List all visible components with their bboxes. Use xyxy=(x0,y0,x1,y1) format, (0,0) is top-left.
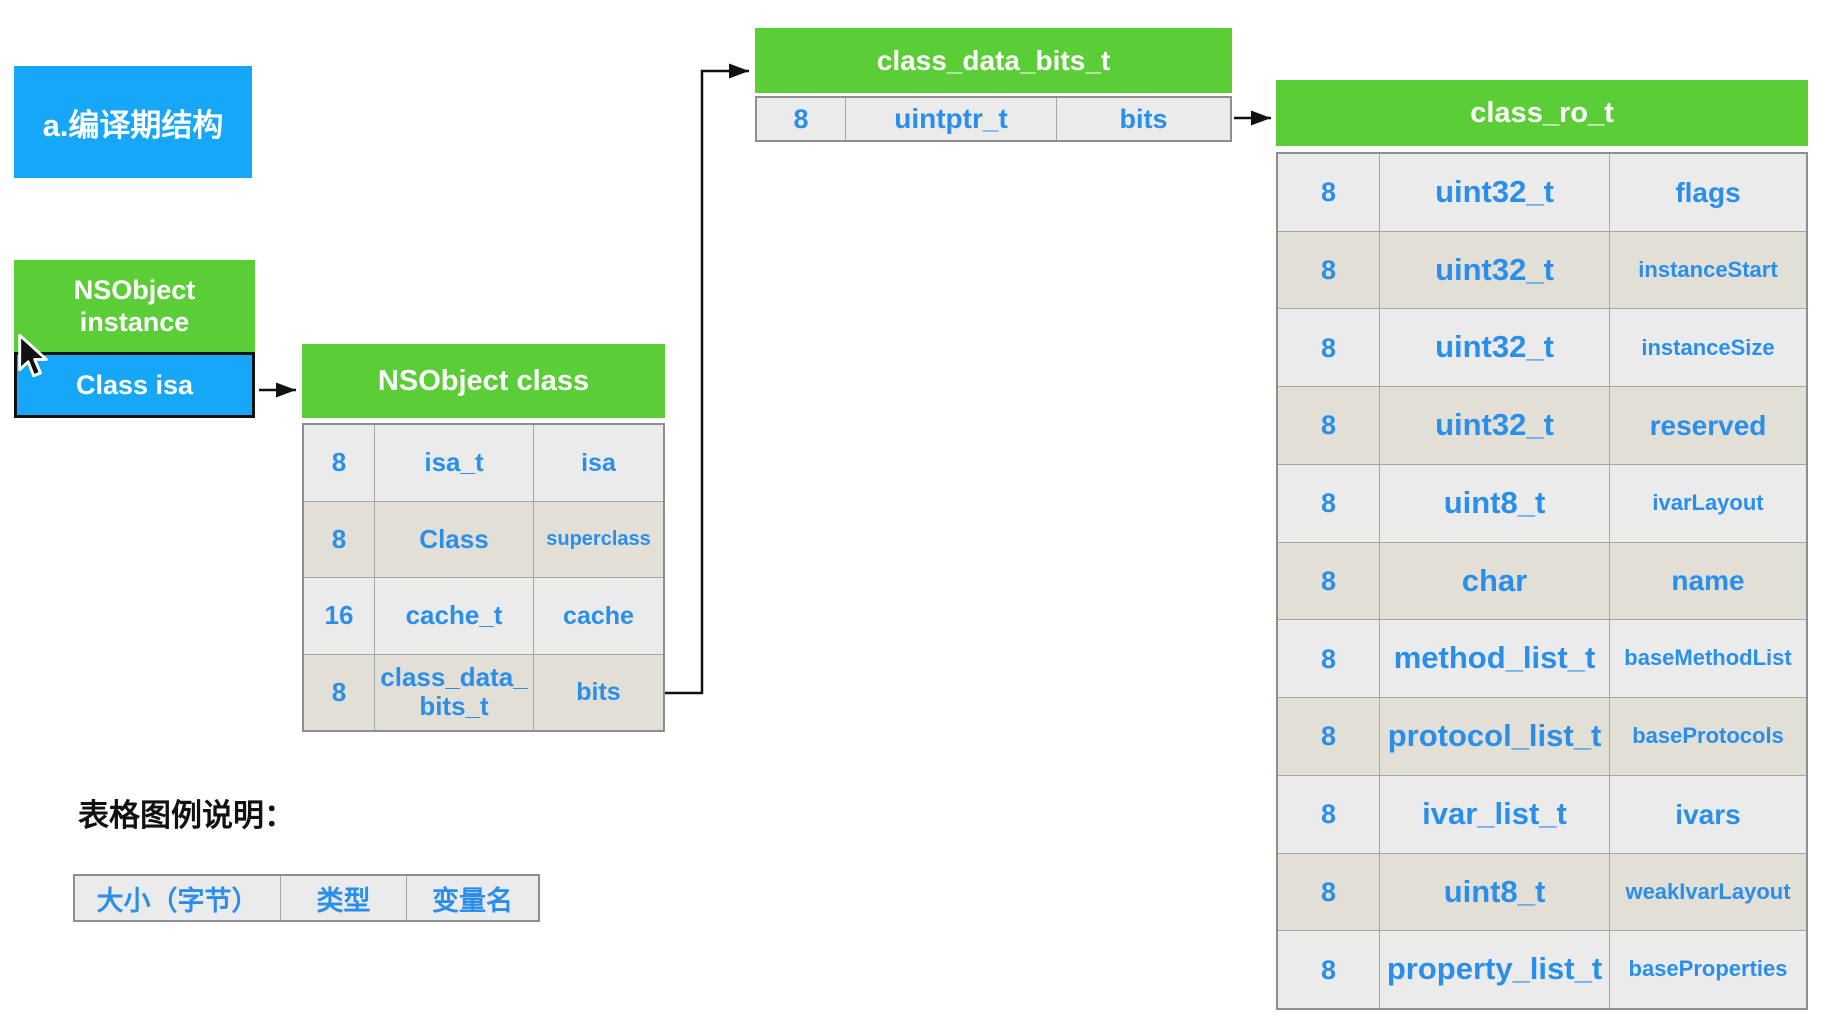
cell-type: class_data_​bits_t xyxy=(374,654,533,730)
cell-type: Class xyxy=(374,501,533,577)
cell-size: 8 xyxy=(1320,876,1337,907)
cell-size: 8 xyxy=(1320,954,1337,985)
cell-size: 8 xyxy=(1320,410,1337,441)
class-ro-header: class_ro_t xyxy=(1276,80,1808,146)
cell-name: name xyxy=(1609,542,1806,620)
cell-name: superclass xyxy=(533,501,663,577)
cell-type: uint32_t xyxy=(1379,154,1609,231)
cell-name: reserved xyxy=(1609,387,1806,464)
legend-table: 大小（字节） 类型变量名 xyxy=(73,874,540,922)
cell-size: 8 xyxy=(1320,721,1337,752)
cell-name: baseMethodList xyxy=(1609,620,1806,698)
cell-size: 8 xyxy=(1320,254,1337,285)
cell-type: char xyxy=(1379,542,1609,620)
nsobject-class-title: NSObject class xyxy=(377,364,590,397)
class-ro-title: class_ro_t xyxy=(1470,96,1614,129)
cell-type: uint32_t xyxy=(1379,309,1609,387)
cell-type: method_list_t xyxy=(1379,620,1609,698)
cell-size: 16 xyxy=(324,600,354,631)
cell-type: protocol_list_t xyxy=(1379,698,1609,775)
cell-type: uint32_t xyxy=(1379,387,1609,464)
legend-cell: 大小（字节） xyxy=(96,885,259,916)
cell-name: baseProperties xyxy=(1609,931,1806,1009)
cell-size: 8 xyxy=(1320,488,1337,519)
cell-size: 8 xyxy=(1320,177,1337,208)
cell-name: baseProtocols xyxy=(1609,698,1806,775)
cell-type: ivar_list_t xyxy=(1379,775,1609,853)
class-data-bits-header: class_data_bits_t xyxy=(755,28,1232,93)
cell-type: property_list_t xyxy=(1379,931,1609,1009)
cell-name: bits xyxy=(533,654,663,730)
legend-cell: 类型 xyxy=(280,876,406,920)
cell-size: 8 xyxy=(331,447,347,478)
class-isa-box: Class isa xyxy=(14,352,255,418)
cell-name: cache xyxy=(533,578,663,654)
cell-name: isa xyxy=(533,425,663,501)
nsobject-instance-label: NSObject instance xyxy=(73,274,196,337)
cell-size: 8 xyxy=(1320,643,1337,674)
cell-type: uint32_t xyxy=(1379,231,1609,309)
class-isa-label: Class isa xyxy=(75,369,194,400)
arrow-bits-to-class-data-bits xyxy=(665,63,749,695)
cell-name: ivars xyxy=(1609,775,1806,853)
title-label: a.编译期结构 xyxy=(42,107,224,143)
cell-name: instanceSize xyxy=(1609,309,1806,387)
legend-heading: 表格图例说明： xyxy=(78,798,295,833)
cell-type: uint8_t xyxy=(1379,464,1609,542)
cell-size: 8 xyxy=(1320,332,1337,363)
cell-type: isa_t xyxy=(374,425,533,501)
cell-size: 8 xyxy=(331,523,347,554)
nsobject-instance-box: NSObject instance xyxy=(14,260,255,352)
cell-size: 8 xyxy=(1320,565,1337,596)
cell-size: 8 xyxy=(793,103,809,134)
cell-name: instanceStart xyxy=(1609,231,1806,309)
cell-name: ivarLayout xyxy=(1609,464,1806,542)
cell-type: cache_t xyxy=(374,578,533,654)
legend-cell: 变量名 xyxy=(406,876,538,920)
cell-size: 8 xyxy=(1320,799,1337,830)
cell-name: weakIvarLayout xyxy=(1609,853,1806,931)
cell-type: uintptr_t xyxy=(845,98,1056,140)
title-box: a.编译期结构 xyxy=(14,66,252,178)
cell-name: flags xyxy=(1609,154,1806,231)
nsobject-class-header: NSObject class xyxy=(302,344,665,418)
cell-size: 8 xyxy=(331,676,347,707)
cell-name: bits xyxy=(1056,98,1230,140)
class-data-bits-title: class_data_bits_t xyxy=(876,44,1111,76)
cell-type: uint8_t xyxy=(1379,853,1609,931)
